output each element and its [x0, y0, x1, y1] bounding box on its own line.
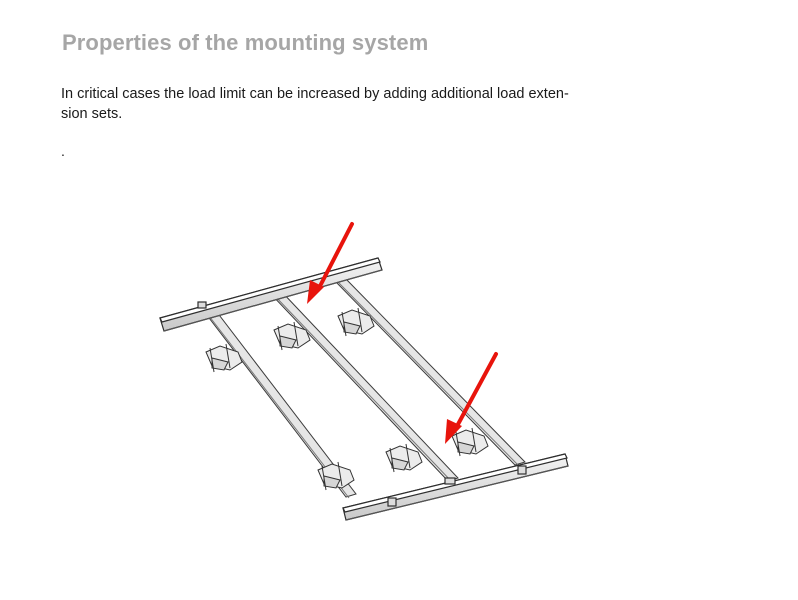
long-rail — [333, 276, 526, 467]
red-arrow-icon — [307, 222, 354, 304]
body-line-2: sion sets. — [61, 106, 123, 122]
page-title: Properties of the mounting system — [62, 30, 429, 55]
roof-hook — [451, 427, 489, 457]
roof-hook — [205, 343, 243, 373]
bottom-cross-beam — [342, 453, 569, 521]
stray-dot: . — [61, 143, 65, 159]
roof-hook — [337, 307, 375, 337]
body-paragraph: In critical cases the load limit can be … — [61, 84, 621, 124]
roof-hook — [385, 443, 423, 473]
red-arrow-icon — [445, 352, 498, 444]
roof-hook — [273, 321, 311, 351]
body-line-1: In critical cases the load limit can be … — [61, 86, 569, 102]
roof-hook — [317, 461, 355, 491]
